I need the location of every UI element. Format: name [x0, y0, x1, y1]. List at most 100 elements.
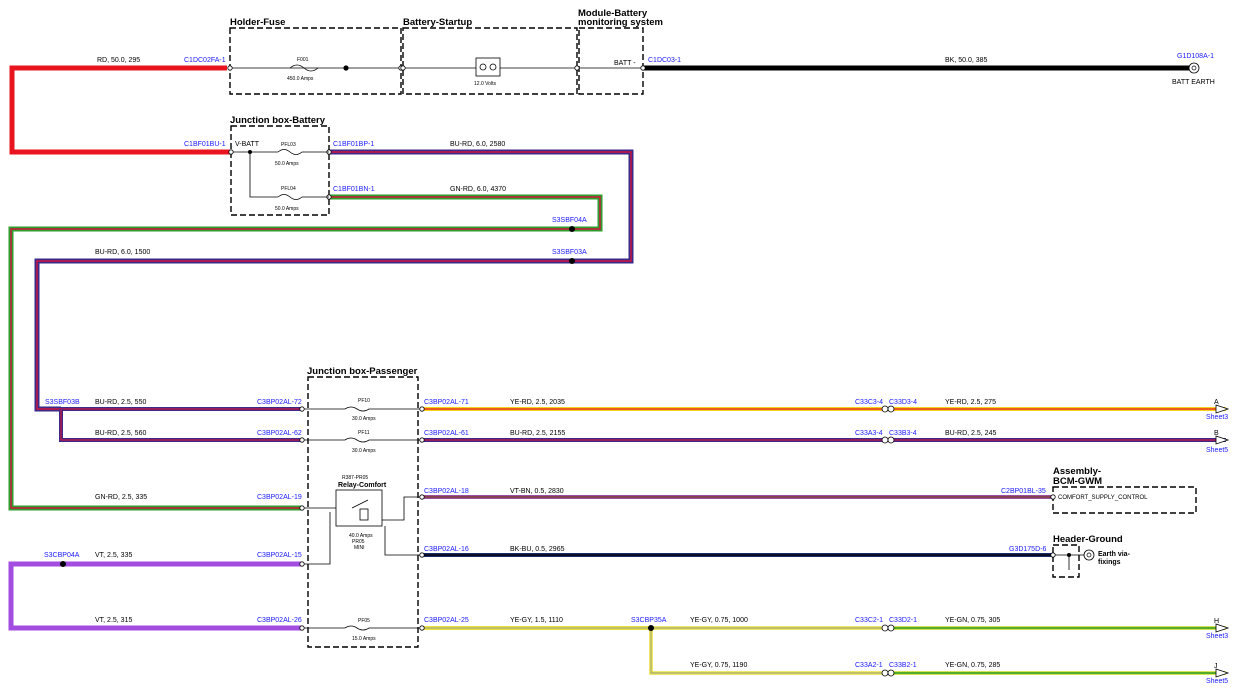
wire-label-ye-rd-2035: YE-RD, 2.5, 2035	[510, 399, 565, 406]
inline-connectors	[881, 405, 895, 677]
wire-label-ye-rd-275: YE-RD, 2.5, 275	[945, 399, 996, 406]
ref-h-sheet[interactable]: Sheet3	[1206, 633, 1228, 640]
conn-c33d21: C33D2-1	[889, 617, 917, 624]
conn-c3bp02al72: C3BP02AL-72	[257, 399, 302, 406]
ref-b: B	[1214, 430, 1219, 437]
wire-label-ye-gn-285: YE-GN, 0.75, 285	[945, 662, 1000, 669]
wire-label-gn-rd-4370: GN-RD, 6.0, 4370	[450, 186, 506, 193]
sheet-arrows	[1215, 404, 1230, 678]
ref-a-sheet[interactable]: Sheet3	[1206, 414, 1228, 421]
fuse-f001-label: F001	[297, 57, 309, 63]
conn-c3bp02al16: C3BP02AL-16	[424, 546, 469, 553]
conn-c2bp01bl: C2BP01BL-35	[1001, 488, 1046, 495]
wire-gn-rd-4370	[8, 194, 603, 511]
fuse-pf11-rating: 30.0 Amps	[352, 448, 376, 454]
title-module-battery-1: Module-Battery	[578, 8, 648, 19]
splice-s3cbp04a	[60, 561, 66, 567]
wire-label-bu-rd-1500: BU-RD, 6.0, 1500	[95, 249, 150, 256]
title-module-battery-2: monitoring system	[578, 17, 663, 28]
battery-voltage: 12.0 Volts	[474, 81, 496, 87]
fuse-pf10-symbol	[344, 406, 420, 412]
wire-ye-gy-1190	[649, 628, 884, 675]
ref-b-sheet[interactable]: Sheet5	[1206, 447, 1228, 454]
wire-label-bu-rd-2580: BU-RD, 6.0, 2580	[450, 141, 505, 148]
wire-label-ye-gy-1000: YE-GY, 0.75, 1000	[690, 617, 748, 624]
wire-label-ye-gy-1190: YE-GY, 0.75, 1190	[690, 662, 747, 669]
wire-label-bu-rd-550: BU-RD, 2.5, 550	[95, 399, 146, 406]
title-jb-battery: Junction box-Battery	[230, 115, 326, 126]
wire-label-bu-rd-245: BU-RD, 2.5, 245	[945, 430, 996, 437]
fuse-pf10-rating: 30.0 Amps	[352, 416, 376, 422]
conn-c33c21: C33C2-1	[855, 617, 883, 624]
title-jb-passenger: Junction box-Passenger	[307, 366, 418, 377]
earth-fixings-symbol	[1083, 549, 1095, 561]
conn-s3sbf03a: S3SBF03A	[552, 249, 587, 256]
wire-label-rd-295: RD, 50.0, 295	[97, 57, 140, 64]
conn-c3bp02al61: C3BP02AL-61	[424, 430, 469, 437]
fuse-pfl04-symbol	[277, 194, 329, 200]
wire-label-vt-315: VT, 2.5, 315	[95, 617, 132, 624]
conn-s3sbf03b: S3SBF03B	[45, 399, 80, 406]
module-battery-box	[578, 27, 644, 95]
wire-label-vt-335: VT, 2.5, 335	[95, 552, 132, 559]
fuse-pf10-label: PF10	[358, 398, 370, 404]
wire-rd-main	[9, 65, 230, 155]
conn-c33a34: C33A3-4	[855, 430, 883, 437]
splice-s3sbf03a	[569, 258, 575, 264]
conn-g3d175d: G3D175D-6	[1009, 546, 1046, 553]
conn-s3cbp35a: S3CBP35A	[631, 617, 667, 624]
splice-s3cbp35a	[648, 625, 654, 631]
ref-a: A	[1214, 399, 1219, 406]
conn-c33d34: C33D3-4	[889, 399, 917, 406]
title-header-ground: Header-Ground	[1053, 534, 1123, 545]
jb-passenger-box	[307, 376, 419, 648]
title-bcm-2: BCM-GWM	[1053, 476, 1102, 487]
wire-label-gn-rd-335: GN-RD, 2.5, 335	[95, 494, 147, 501]
conn-c3bp02al15: C3BP02AL-15	[257, 552, 302, 559]
header-ground-box	[1052, 544, 1080, 578]
conn-s3cbp04a: S3CBP04A	[44, 552, 80, 559]
v-batt-label: V-BATT	[235, 141, 260, 148]
ref-h: H	[1214, 618, 1219, 625]
fuse-f001-symbol	[289, 64, 319, 72]
conn-c3bp02al19: C3BP02AL-19	[257, 494, 302, 501]
relay-rating: 40.0 Amps	[349, 533, 373, 539]
wire-label-bk-385: BK, 50.0, 385	[945, 57, 988, 64]
splice-holder-fuse	[343, 65, 349, 71]
bcm-gwm-box	[1052, 486, 1197, 514]
fuse-pf05-symbol	[344, 625, 420, 631]
wire-label-ye-gn-305: YE-GN, 0.75, 305	[945, 617, 1000, 624]
fuse-f001-rating: 450.0 Amps	[287, 76, 314, 82]
conn-c1bf01bp: C1BF01BP-1	[333, 141, 374, 148]
conn-g1d108a: G1D108A-1	[1177, 53, 1214, 60]
fuse-pfl03-label: PFL03	[281, 142, 296, 148]
relay-pr05: PR05	[352, 539, 365, 545]
earth-label-1: Earth via-	[1098, 551, 1131, 558]
conn-c33c34: C33C3-4	[855, 399, 883, 406]
ref-j: J	[1214, 663, 1218, 670]
conn-c1dc02fa: C1DC02FA-1	[184, 57, 226, 64]
conn-c1bf01bu: C1BF01BU-1	[184, 141, 226, 148]
conn-c3bp02al25: C3BP02AL-25	[424, 617, 469, 624]
jb-battery-box	[230, 125, 330, 216]
fuse-pfl04-rating: 50.0 Amps	[275, 206, 299, 212]
title-bcm-1: Assembly-	[1053, 466, 1101, 477]
ref-j-sheet[interactable]: Sheet5	[1206, 678, 1228, 685]
fuse-pfl03-rating: 50.0 Amps	[275, 161, 299, 167]
conn-c3bp02al26: C3BP02AL-26	[257, 617, 302, 624]
relay-name: Relay-Comfort	[338, 482, 387, 489]
fuse-pf11-label: PF11	[358, 430, 370, 436]
relay-code: R387-PR05	[342, 475, 368, 481]
battery-startup-box	[402, 27, 578, 95]
title-holder-fuse: Holder-Fuse	[230, 17, 285, 28]
splice-s3sbf04a	[569, 226, 575, 232]
title-battery-startup: Battery-Startup	[403, 17, 472, 28]
batt-earth-symbol	[1188, 62, 1200, 74]
battery-symbol	[475, 57, 501, 77]
conn-c3bp02al71: C3BP02AL-71	[424, 399, 469, 406]
fuse-pf05-label: PF05	[358, 618, 370, 624]
fuse-pfl04-label: PFL04	[281, 186, 296, 192]
conn-c1dc03: C1DC03-1	[648, 57, 681, 64]
conn-c33b21: C33B2-1	[889, 662, 917, 669]
